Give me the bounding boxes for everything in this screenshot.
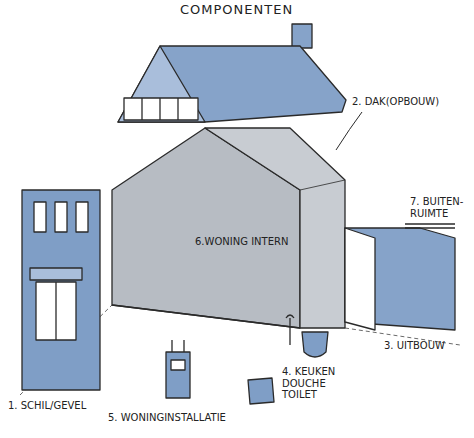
part-label: 6.WONING INTERN xyxy=(195,236,288,248)
part-label: 2. DAK(OPBOUW) xyxy=(352,96,439,108)
part-label: 4. KEUKEN DOUCHE TOILET xyxy=(282,366,338,401)
part-label: 5. WONINGINSTALLATIE xyxy=(108,412,226,424)
part-label: 7. BUITEN-RUIMTE xyxy=(410,196,470,219)
part-label: 1. SCHIL/GEVEL xyxy=(8,400,86,412)
diagram-title: COMPONENTEN xyxy=(180,3,293,18)
part-label: 3. UITBOUW xyxy=(384,340,445,352)
